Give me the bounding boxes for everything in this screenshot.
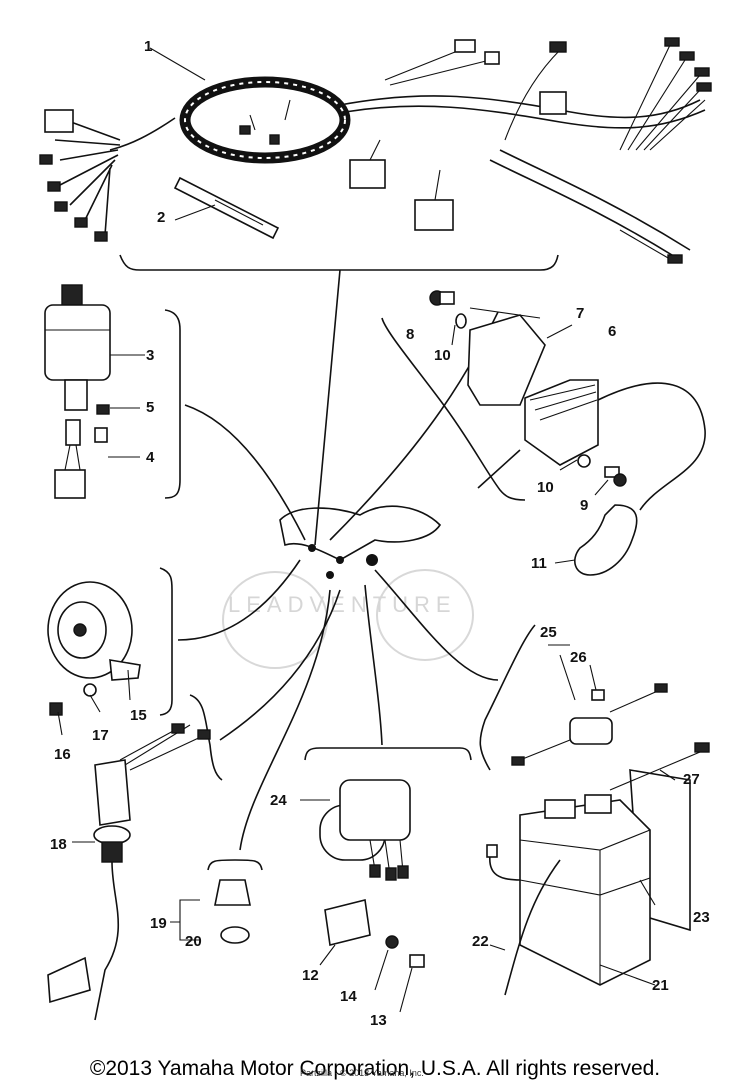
callout-14: 14 (340, 988, 357, 1005)
callout-3: 3 (146, 347, 154, 364)
frame (177, 269, 499, 851)
callout-12: 12 (302, 967, 319, 984)
wiring-diagram: LEADVENTURE (39, 37, 712, 1029)
callout-4: 4 (146, 449, 155, 466)
copyright-notice: ©2013 Yamaha Motor Corporation, U.S.A. A… (89, 1057, 661, 1080)
callout-6: 6 (608, 323, 616, 340)
fuse-group (479, 624, 668, 771)
battery-group (486, 742, 710, 996)
callout-16: 16 (54, 746, 71, 763)
callout-labels: 1 2 3 4 5 6 7 8 9 10 10 11 12 13 14 15 1… (50, 38, 710, 1029)
callout-22: 22 (472, 933, 489, 950)
plug-grommet (170, 859, 263, 944)
relay-group (300, 747, 472, 1013)
callout-24: 24 (270, 792, 287, 809)
callout-19: 19 (150, 915, 167, 932)
callout-9: 9 (580, 497, 588, 514)
callout-7: 7 (576, 305, 584, 322)
watermark-text: LEADVENTURE (228, 592, 457, 617)
harness-bracket (119, 254, 559, 271)
callout-5: 5 (146, 399, 154, 416)
callout-27: 27 (683, 771, 700, 788)
watermark: LEADVENTURE (222, 569, 474, 669)
callout-21: 21 (652, 977, 669, 994)
main-switch (44, 284, 181, 499)
cable-tie (173, 176, 280, 240)
ignition-coil-group (381, 290, 706, 576)
callout-8: 8 (406, 326, 414, 343)
wire-harness (39, 37, 712, 264)
callout-26: 26 (570, 649, 587, 666)
credit-text: Partzilla · © 2013 Yamaha, Inc. (300, 1068, 424, 1078)
callout-23: 23 (693, 909, 710, 926)
callout-17: 17 (92, 727, 109, 744)
neutral-switch (47, 694, 223, 1021)
callout-25: 25 (540, 624, 557, 641)
horn-group (47, 567, 173, 736)
callout-18: 18 (50, 836, 67, 853)
callout-11: 11 (531, 555, 547, 572)
callout-15: 15 (130, 707, 147, 724)
callout-2: 2 (157, 209, 165, 226)
callout-1: 1 (144, 38, 152, 55)
callout-10-lower: 10 (537, 479, 554, 496)
callout-13: 13 (370, 1012, 387, 1029)
callout-20: 20 (185, 933, 202, 950)
callout-10-upper: 10 (434, 347, 451, 364)
